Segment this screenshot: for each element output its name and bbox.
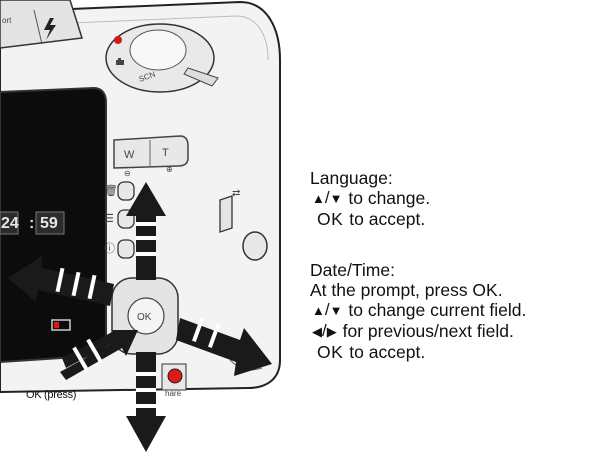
datetime-instructions: Date/Time: At the prompt, press OK. ▲/▼ … — [310, 260, 526, 362]
info-button[interactable] — [117, 239, 135, 259]
share-button[interactable] — [167, 368, 183, 384]
ok-press-callout: OK (press) — [26, 389, 77, 401]
ok-key-label: OK — [317, 209, 344, 229]
left-right-arrows-icon: ◀/▶ — [312, 321, 337, 340]
zoom-rocker[interactable] — [113, 135, 189, 169]
datetime-prompt-line: At the prompt, press OK. — [310, 280, 503, 300]
usb-icon: ⇄ — [232, 188, 240, 199]
mode-dial-marker — [114, 36, 122, 44]
left-arrow-icon — [8, 256, 114, 306]
flash-icon — [44, 18, 56, 40]
right-arrow-icon — [176, 318, 272, 376]
up-down-arrows-icon: ▲/▼ — [312, 300, 342, 319]
battery-icon — [51, 319, 71, 331]
ok-button[interactable] — [127, 297, 165, 335]
up-down-arrows-icon: ▲/▼ — [312, 188, 342, 207]
delete-icon: 🗑 — [104, 184, 118, 197]
camera-icon — [116, 58, 124, 65]
menu-icon: ☰ — [104, 213, 114, 225]
datetime-field-nav-line: ◀/▶ for previous/next field. — [312, 321, 514, 341]
zoom-tele-label: T — [162, 147, 169, 159]
share-button-label: hare — [165, 389, 182, 398]
top-button — [0, 0, 83, 49]
language-title: Language: — [310, 168, 393, 188]
up-arrow-icon — [126, 182, 166, 280]
screen-minute: 59 — [40, 215, 58, 232]
datetime-title: Date/Time: — [310, 260, 395, 280]
screen-colon: : — [29, 215, 34, 232]
zoom-wide-label: W — [124, 149, 135, 161]
zoom-out-icon: ⊖ — [124, 169, 131, 178]
ok-key-label: OK — [317, 342, 344, 362]
usb-port — [219, 195, 233, 233]
strap-loop — [242, 231, 268, 261]
language-change-line: ▲/▼ to change. — [312, 188, 431, 208]
datetime-change-line: ▲/▼ to change current field. — [312, 300, 527, 320]
top-button-label: ort — [2, 16, 12, 25]
zoom-in-icon: ⊕ — [166, 165, 173, 174]
press-arrow-icon — [60, 330, 138, 380]
info-icon: ⓘ — [104, 242, 115, 255]
delete-button[interactable] — [117, 181, 135, 201]
ok-button-label: OK — [137, 312, 152, 323]
screen-hour: 24 — [1, 215, 19, 232]
camera-illustration: ort SCN 24 : 59 W T ⊖ ⊕ 🗑 ☰ ⓘ OK hare ⇄ — [0, 0, 281, 452]
down-arrow-icon — [126, 352, 166, 452]
